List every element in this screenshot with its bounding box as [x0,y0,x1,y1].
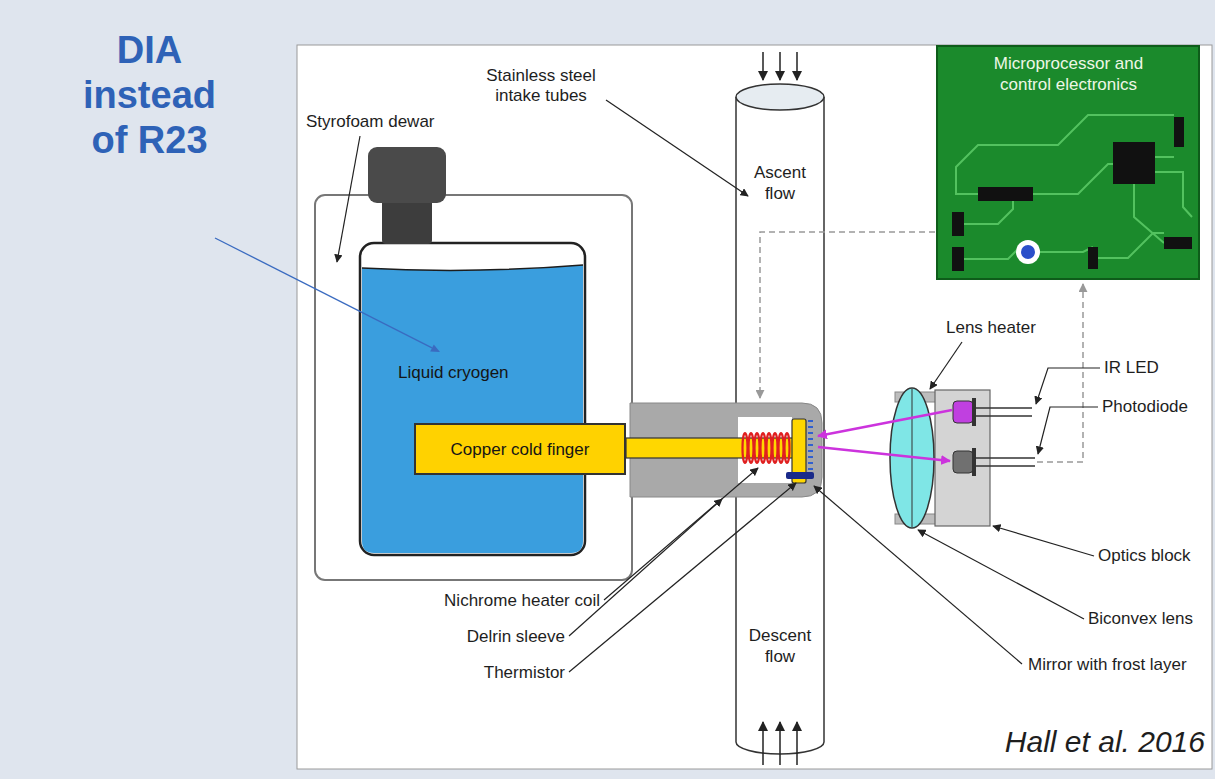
bottle-cap [368,147,446,203]
nichrome-heater-coil [743,433,790,463]
smd-component [952,247,964,271]
leader-line [1036,368,1100,404]
part-label: Lens heater [946,318,1036,338]
flow-arrow [779,52,781,80]
photodiode-lead [975,457,1035,459]
led-flange [972,398,976,426]
part-label: Styrofoam dewar [306,112,435,132]
tube-top [736,84,824,110]
leader-line [337,136,360,262]
leader-line [1038,407,1098,454]
microprocessor-chip [1113,142,1155,184]
copper-cold-finger: Copper cold finger [414,423,626,475]
liquid-surface [362,265,583,270]
circuit-trace [956,115,1174,194]
leader-line [993,526,1094,556]
board-component [1021,245,1035,259]
coil-turn [743,433,748,463]
part-label: IR LED [1104,358,1159,378]
coil-turn [773,433,778,463]
photodiode-lead [975,465,1035,467]
part-label: Biconvex lens [1088,609,1193,629]
frost-layer [808,421,813,469]
flow-arrow [779,722,781,765]
sensor-signal-line [1037,284,1083,462]
circuit-trace [1033,164,1113,194]
citation: Hall et al. 2016 [1005,724,1205,760]
flow-label: Descent flow [745,625,815,667]
coil-turn [767,433,772,463]
circuit-trace [964,201,1013,224]
bottle-neck [382,196,432,244]
light-ray [818,447,950,461]
led-lead [975,407,1032,409]
smd-component [1164,237,1192,249]
leader-line [215,238,432,348]
circuit-trace [1134,184,1164,243]
part-label: Thermistor [484,663,565,683]
coil-turn [761,433,766,463]
smd-component [952,212,964,236]
light-ray [818,410,952,436]
cold-finger-label: Copper cold finger [451,439,590,460]
photodiode-flange [972,448,976,476]
part-label: Photodiode [1102,397,1188,417]
part-label: Nichrome heater coil [444,591,600,611]
smd-component [1174,117,1184,147]
flow-arrow [762,52,764,80]
ic-chip [978,187,1033,201]
circuit-board: Microprocessor and control electronics [936,45,1200,280]
leader-line [569,499,722,636]
circuit-trace [1098,233,1164,258]
arrowhead [430,344,440,352]
coil-turn [749,433,754,463]
liquid-fill [362,265,583,553]
tube-wall [823,97,825,742]
styrofoam-dewar [315,195,632,580]
leader-line [606,100,748,196]
circuit-trace [1155,172,1192,217]
thermistor [786,472,814,479]
leader-line [930,342,962,389]
flow-label: Ascent flow [745,162,815,204]
photodiode [953,451,973,473]
figure-panel [297,45,1212,769]
flow-arrow [762,722,764,765]
part-label: Stainless steel intake tubes [478,66,604,106]
board-label: Microprocessor and control electronics [971,53,1166,95]
board-component [1016,240,1040,264]
cryogen-label: Liquid cryogen [398,362,509,383]
leader-line [918,530,1084,619]
part-label: Optics block [1098,546,1191,566]
smd-component [1088,247,1098,269]
ir-led [953,401,973,423]
coil-turn [785,433,790,463]
liquid-cryogen: Liquid cryogen [362,262,583,553]
part-label: Mirror with frost layer [1028,655,1187,675]
control-signal-line [760,232,935,398]
bottle-body [360,243,585,555]
coil-turn [779,433,784,463]
coil-turn [755,433,760,463]
flow-arrow [796,52,798,80]
cold-finger-rod [626,438,794,458]
liquid-shape [362,262,583,553]
circuit-trace [1155,156,1174,158]
part-label: Delrin sleeve [467,627,565,647]
led-lead [975,415,1032,417]
trace-group [956,115,1192,259]
circuit-trace [1040,247,1093,252]
annotation-title: DIA instead of R23 [62,28,237,163]
flow-arrow [796,722,798,765]
leader-line [814,486,1022,664]
